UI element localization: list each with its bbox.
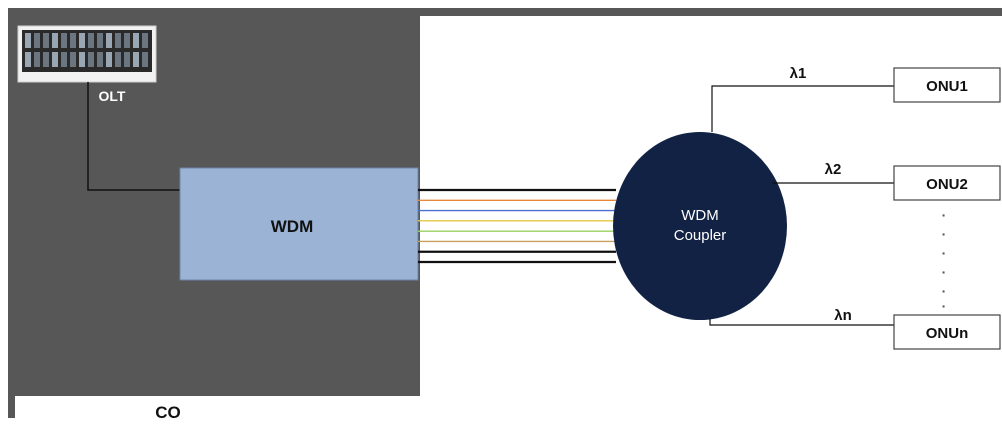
olt-slot (43, 33, 49, 48)
olt-slot (70, 52, 76, 67)
olt-slot (88, 52, 94, 67)
olt-slot (25, 33, 31, 48)
olt-slot (79, 33, 85, 48)
central-office-label: CO (155, 403, 181, 422)
olt-slot (52, 33, 58, 48)
onu-label-n: ONUn (926, 325, 969, 342)
wdm-coupler (613, 132, 787, 320)
wavelength-label-n: λn (834, 307, 852, 324)
olt-slot (97, 33, 103, 48)
wdm-box (179, 167, 419, 281)
olt-slot (133, 52, 139, 67)
olt-slot (43, 52, 49, 67)
branch-line-n (709, 318, 894, 326)
wavelength-label-2: λ2 (825, 161, 842, 178)
olt-slot (79, 52, 85, 67)
olt-slot (124, 52, 130, 67)
olt-slot (97, 52, 103, 67)
olt-slot (106, 33, 112, 48)
olt-label: OLT (99, 88, 126, 104)
olt-slot (142, 33, 148, 48)
wavelength-label-1: λ1 (790, 65, 807, 82)
wdm-label: WDM (271, 217, 313, 236)
continuation-dot-1: · (942, 207, 947, 223)
olt-slot (115, 52, 121, 67)
olt-slot (52, 52, 58, 67)
onu-label-2: ONU2 (926, 176, 968, 193)
onu-box-1 (893, 67, 1001, 103)
continuation-dot-5: · (942, 283, 947, 299)
olt-slot (34, 52, 40, 67)
onu-box-n (893, 314, 1001, 350)
branch-line-1 (711, 85, 894, 132)
olt-slot (133, 33, 139, 48)
continuation-dot-6: · (942, 298, 947, 314)
olt-slot (88, 33, 94, 48)
frame-top (8, 8, 1002, 16)
onu-label-1: ONU1 (926, 78, 968, 95)
onu-box-2 (893, 165, 1001, 201)
olt-to-wdm-line (87, 82, 180, 191)
olt-slot (34, 33, 40, 48)
olt-slot (70, 33, 76, 48)
continuation-dot-4: · (942, 264, 947, 280)
olt-slot (124, 33, 130, 48)
continuation-dot-2: · (942, 226, 947, 242)
coupler-label-line2: Coupler (674, 227, 727, 244)
olt-slot (142, 52, 148, 67)
olt-slot (106, 52, 112, 67)
fiber-bundle (418, 188, 616, 264)
olt-slot (61, 52, 67, 67)
olt-slot (115, 33, 121, 48)
olt-slot (25, 52, 31, 67)
olt-slot (61, 33, 67, 48)
olt-rack-icon (17, 25, 157, 83)
continuation-dot-3: · (942, 245, 947, 261)
coupler-label-line1: WDM (681, 207, 719, 224)
